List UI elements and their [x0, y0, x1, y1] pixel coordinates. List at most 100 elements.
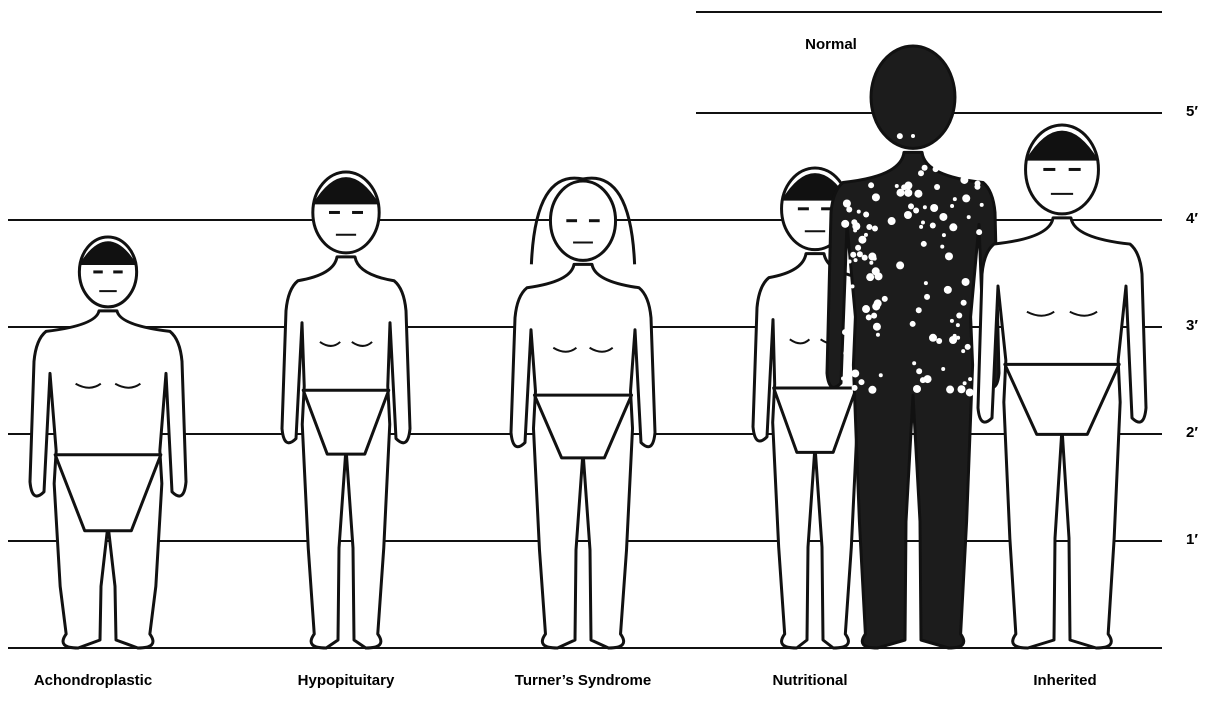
- silhouette-speckle: [843, 350, 849, 356]
- silhouette-speckle: [872, 302, 880, 310]
- silhouette-speckle: [956, 323, 960, 327]
- silhouette-speckle: [866, 314, 872, 320]
- silhouette-speckle: [851, 369, 859, 377]
- silhouette-speckle: [941, 147, 949, 155]
- silhouette-speckle: [911, 134, 915, 138]
- silhouette-speckle: [866, 167, 870, 171]
- silhouette-speckle: [841, 377, 845, 381]
- figure-achondroplastic: [30, 237, 186, 648]
- silhouette-speckle: [950, 319, 954, 323]
- silhouette-speckle: [897, 133, 903, 139]
- silhouette-speckle: [960, 176, 968, 184]
- silhouette-speckle: [868, 182, 874, 188]
- silhouette-speckle: [872, 193, 880, 201]
- silhouette-speckle: [843, 199, 851, 207]
- label-inherited: Inherited: [1033, 672, 1096, 689]
- silhouette-speckle: [939, 213, 947, 221]
- silhouette-speckle: [962, 194, 970, 202]
- silhouette-speckle: [919, 225, 923, 229]
- silhouette-speckle: [961, 349, 965, 353]
- silhouette-speckle: [842, 329, 848, 335]
- label-hypopituitary: Hypopituitary: [298, 672, 395, 689]
- silhouette-speckle: [852, 385, 858, 391]
- silhouette-speckle: [913, 208, 919, 214]
- silhouette-speckle: [916, 307, 922, 313]
- silhouette-speckle: [933, 166, 939, 172]
- silhouette-speckle: [866, 224, 872, 230]
- silhouette-speckle: [855, 245, 861, 251]
- silhouette-speckle: [857, 210, 861, 214]
- silhouette-speckle: [871, 313, 877, 319]
- tick-label-5ft: 5′: [1186, 103, 1198, 120]
- silhouette-speckle: [974, 142, 978, 146]
- figure-hypopituitary: [282, 172, 410, 648]
- silhouette-speckle: [850, 252, 856, 258]
- figure-turners: [511, 178, 655, 648]
- silhouette-speckle: [873, 257, 877, 261]
- silhouette-speckle: [908, 203, 914, 209]
- silhouette-speckle: [888, 217, 896, 225]
- silhouette-speckle: [955, 141, 959, 145]
- silhouette-speckle: [848, 259, 852, 263]
- silhouette-speckle: [974, 184, 980, 190]
- silhouette-speckle: [929, 334, 937, 342]
- silhouette-speckle: [878, 162, 886, 170]
- silhouette-speckle: [857, 251, 863, 257]
- silhouette-speckle: [863, 211, 869, 217]
- silhouette-speckle: [965, 344, 971, 350]
- silhouette-speckle: [858, 236, 866, 244]
- label-nutritional: Nutritional: [773, 672, 848, 689]
- label-turners: Turner’s Syndrome: [515, 672, 651, 689]
- silhouette-speckle: [852, 222, 860, 230]
- silhouette-speckle: [876, 333, 880, 337]
- silhouette-speckle: [869, 261, 873, 265]
- silhouette-speckle: [854, 258, 858, 262]
- silhouette-speckle: [872, 267, 880, 275]
- silhouette-speckle: [924, 294, 930, 300]
- silhouette-speckle: [895, 184, 899, 188]
- silhouette-speckle: [882, 296, 888, 302]
- silhouette-speckle: [968, 377, 972, 381]
- silhouette-speckle: [953, 197, 957, 201]
- silhouette-speckle: [924, 375, 932, 383]
- tick-label-3ft: 3′: [1186, 317, 1198, 334]
- silhouette-speckle: [912, 361, 916, 365]
- silhouette-speckle: [963, 381, 967, 385]
- silhouette-speckle: [962, 278, 970, 286]
- silhouette-speckle: [934, 184, 940, 190]
- silhouette-speckle: [904, 211, 912, 219]
- silhouette-speckle: [940, 245, 944, 249]
- silhouette-speckle: [976, 229, 982, 235]
- silhouette-speckle: [875, 159, 879, 163]
- silhouette-speckle: [851, 284, 855, 288]
- silhouette-speckle: [961, 300, 967, 306]
- silhouette-speckle: [879, 373, 883, 377]
- silhouette-speckle: [936, 338, 942, 344]
- silhouette-speckle: [918, 170, 924, 176]
- silhouette-speckle: [956, 312, 962, 318]
- silhouette-speckle: [916, 368, 922, 374]
- silhouette-speckle: [930, 222, 936, 228]
- silhouette-speckle: [921, 241, 927, 247]
- silhouette-speckle: [866, 273, 874, 281]
- silhouette-speckle: [922, 165, 928, 171]
- silhouette-speckle: [980, 203, 984, 207]
- silhouette-speckle: [896, 261, 904, 269]
- figure-inherited: [978, 125, 1146, 648]
- silhouette-speckle: [924, 281, 928, 285]
- tick-label-2ft: 2′: [1186, 424, 1198, 441]
- silhouette-speckle: [941, 367, 945, 371]
- silhouette-speckle: [858, 379, 864, 385]
- silhouette-speckle: [905, 184, 909, 188]
- figure-head: [550, 181, 615, 260]
- silhouette-speckle: [873, 323, 881, 331]
- silhouette-speckle: [945, 252, 953, 260]
- silhouette-speckle: [944, 286, 952, 294]
- silhouette-speckle: [942, 233, 946, 237]
- silhouette-speckle: [921, 220, 925, 224]
- silhouette-speckle: [949, 223, 957, 231]
- silhouette-speckle: [864, 233, 868, 237]
- silhouette-speckle: [841, 220, 849, 228]
- silhouette-speckle: [967, 215, 971, 219]
